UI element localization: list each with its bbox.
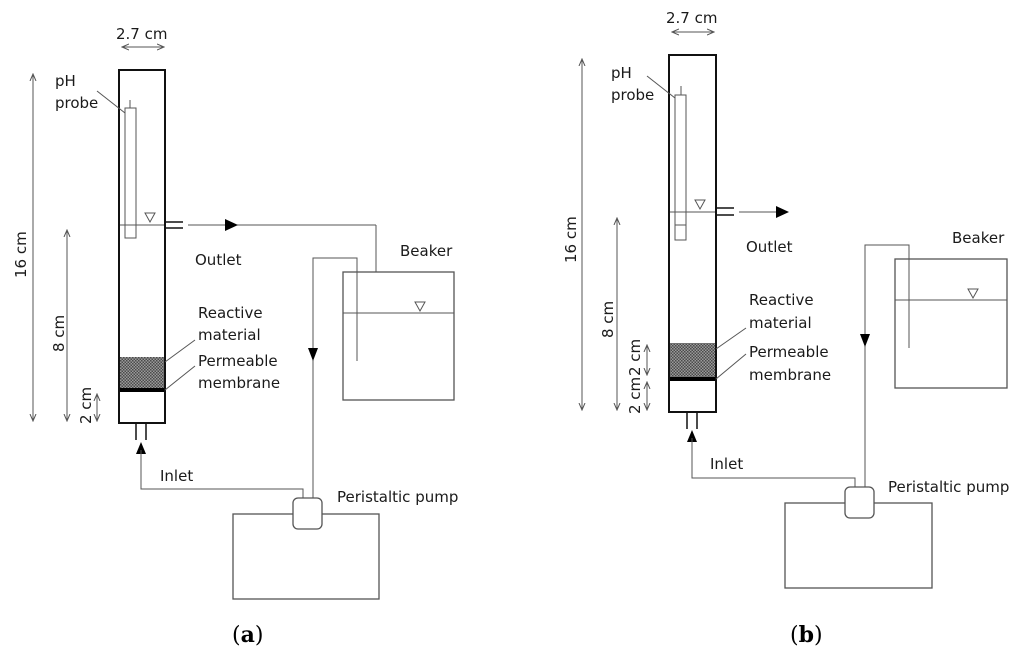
ph-probe-label-1: pH: [611, 64, 632, 82]
height-16cm-label: 16 cm: [12, 231, 30, 278]
water-level-icon: [144, 212, 156, 224]
reactive-material-layer: [670, 343, 715, 377]
reactive-material-layer: [120, 357, 164, 388]
reactive-material-label-1: Reactive: [198, 304, 263, 322]
reactive-material-label-2: material: [198, 326, 261, 344]
panel-a-caption: (a): [232, 622, 263, 648]
ph-probe-label-1: pH: [55, 72, 76, 90]
peristaltic-pump-head: [292, 497, 323, 530]
outlet-arrow-icon: [225, 219, 238, 231]
pump-label: Peristaltic pump: [337, 488, 458, 506]
ph-probe: [124, 107, 137, 239]
suction-arrow-icon: [308, 348, 318, 361]
suction-tube: [312, 257, 358, 499]
panel-b-caption: (b): [790, 622, 823, 648]
pump-label: Peristaltic pump: [888, 478, 1009, 496]
permeable-membrane-layer: [120, 388, 164, 392]
inlet-arrow-icon: [136, 442, 146, 454]
beaker-water-level-icon: [414, 301, 426, 313]
outlet-label: Outlet: [746, 238, 793, 256]
membrane-label-1: Permeable: [749, 343, 829, 361]
panel-a: 2.7 cm pH probe Outlet 16 cm 8 cm 2 cm: [12, 25, 458, 648]
membrane-label-2: membrane: [749, 366, 831, 384]
width-label: 2.7 cm: [116, 25, 167, 43]
height-16cm-label: 16 cm: [562, 216, 580, 263]
beaker-water-level-icon: [967, 288, 979, 300]
beaker: [894, 258, 1008, 389]
width-label: 2.7 cm: [666, 9, 717, 27]
ph-probe-label-2: probe: [611, 86, 654, 104]
height-8cm-label: 8 cm: [50, 315, 68, 352]
panel-b: 2.7 cm pH probe Outlet 16 cm 8 cm 2 cm 2…: [562, 9, 1009, 648]
water-level-icon: [694, 199, 706, 211]
height-2cm-label: 2 cm: [77, 387, 95, 424]
suction-tube: [864, 244, 910, 488]
column-body: [668, 54, 717, 413]
inlet-label: Inlet: [160, 467, 193, 485]
column-body: [118, 69, 166, 424]
beaker-label: Beaker: [400, 242, 453, 260]
permeable-membrane-layer: [670, 377, 715, 381]
inlet-label: Inlet: [710, 455, 743, 473]
outlet-label: Outlet: [195, 251, 242, 269]
peristaltic-pump-head: [844, 486, 875, 519]
membrane-label-2: membrane: [198, 374, 280, 392]
beaker-label: Beaker: [952, 229, 1005, 247]
ph-probe: [674, 94, 687, 241]
beaker: [342, 271, 455, 401]
outlet-arrow-icon: [776, 206, 789, 218]
inlet-arrow-icon: [687, 430, 697, 442]
inlet-tube: [140, 450, 304, 499]
ph-probe-leader: [96, 90, 126, 114]
height-8cm-label: 8 cm: [599, 301, 617, 338]
height-bottom-2cm-label: 2 cm: [626, 377, 644, 414]
reactive-material-label-1: Reactive: [749, 291, 814, 309]
membrane-label-1: Permeable: [198, 352, 278, 370]
suction-arrow-icon: [860, 334, 870, 347]
reactive-material-label-2: material: [749, 314, 812, 332]
height-reactive-2cm-label: 2 cm: [626, 339, 644, 376]
ph-probe-leader: [646, 75, 676, 99]
ph-probe-label-2: probe: [55, 94, 98, 112]
inlet-tube: [691, 438, 856, 488]
